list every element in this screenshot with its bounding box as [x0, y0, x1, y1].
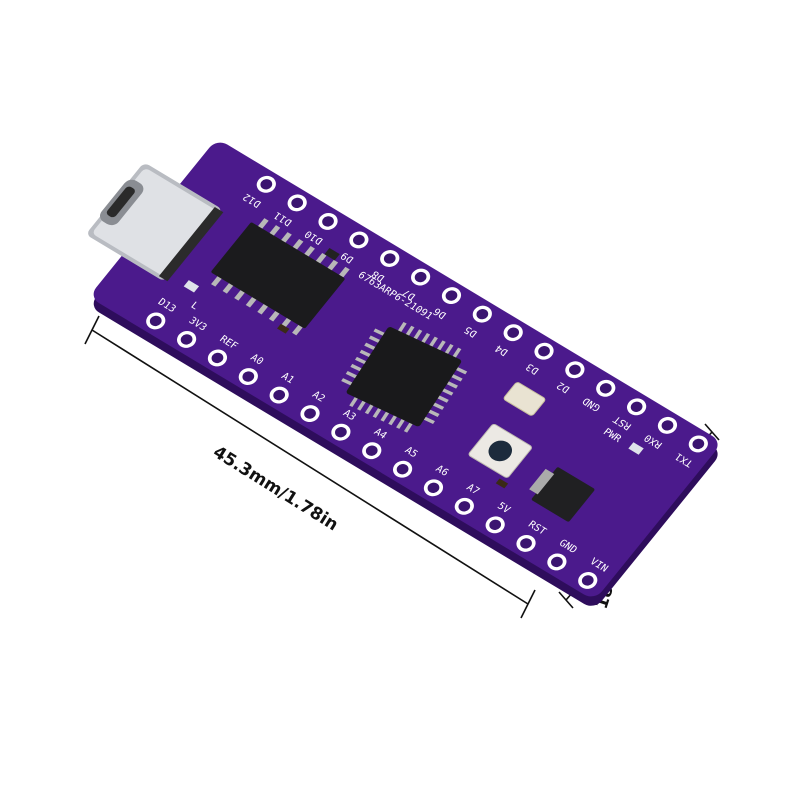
- pin-label: A7: [464, 482, 481, 497]
- pin-label: D3: [524, 361, 541, 376]
- pin-hole: [534, 342, 554, 360]
- pin-hole: [516, 534, 536, 552]
- pin-hole: [411, 268, 431, 286]
- pin-hole: [454, 497, 474, 515]
- pin-label: D4: [493, 342, 510, 357]
- pin-label: A4: [371, 427, 388, 442]
- pin-hole: [362, 442, 382, 460]
- pin-hole: [269, 386, 289, 404]
- usb-serial-chip: [211, 218, 350, 336]
- led-icon: [183, 280, 644, 455]
- pin-label: D7: [401, 287, 418, 302]
- pin-hole: [300, 405, 320, 423]
- bottom-pin-row: [146, 312, 598, 589]
- pin-label: D5: [462, 324, 479, 339]
- pin-label: 5V: [495, 501, 512, 516]
- pin-hole: [380, 250, 400, 267]
- pin-hole: [688, 435, 708, 453]
- voltage-regulator: [529, 467, 595, 522]
- pin-label: A6: [433, 464, 450, 479]
- pin-hole: [349, 231, 369, 249]
- pin-label: A3: [341, 408, 358, 423]
- pin-hole: [565, 361, 585, 379]
- pin-label: A1: [279, 371, 296, 386]
- pin-hole: [393, 460, 413, 478]
- pin-label: A2: [310, 390, 327, 405]
- pin-hole: [238, 368, 258, 385]
- top-pin-row: [256, 175, 708, 453]
- pin-hole: [146, 312, 166, 330]
- reset-button-icon[interactable]: [468, 423, 533, 478]
- pin-hole: [287, 194, 307, 212]
- pin-hole: [547, 553, 567, 571]
- pin-hole: [331, 423, 351, 441]
- length-label: 45.3mm/1.78in: [209, 442, 341, 535]
- crystal-icon: [503, 382, 546, 416]
- pin-hole: [472, 305, 492, 323]
- pin-label: D8: [370, 268, 387, 283]
- pin-hole: [207, 349, 228, 367]
- pin-hole: [596, 379, 616, 397]
- pin-label: A0: [248, 353, 265, 368]
- pin-hole: [176, 330, 197, 348]
- pin-hole: [657, 416, 678, 434]
- pin-label: A5: [402, 445, 419, 460]
- pin-hole: [423, 479, 444, 497]
- pin-hole: [441, 287, 462, 305]
- pin-hole: [627, 398, 647, 416]
- pin-label: D2: [555, 379, 572, 394]
- pin-label: D6: [432, 305, 449, 320]
- usb-c-connector-icon: [88, 164, 224, 282]
- pin-hole: [318, 212, 338, 230]
- pin-hole: [256, 175, 276, 193]
- led-l-label: L: [188, 300, 200, 312]
- pin-hole: [485, 516, 505, 534]
- pin-hole: [503, 324, 523, 342]
- pin-label: D9: [339, 250, 356, 265]
- pin-hole: [578, 572, 598, 589]
